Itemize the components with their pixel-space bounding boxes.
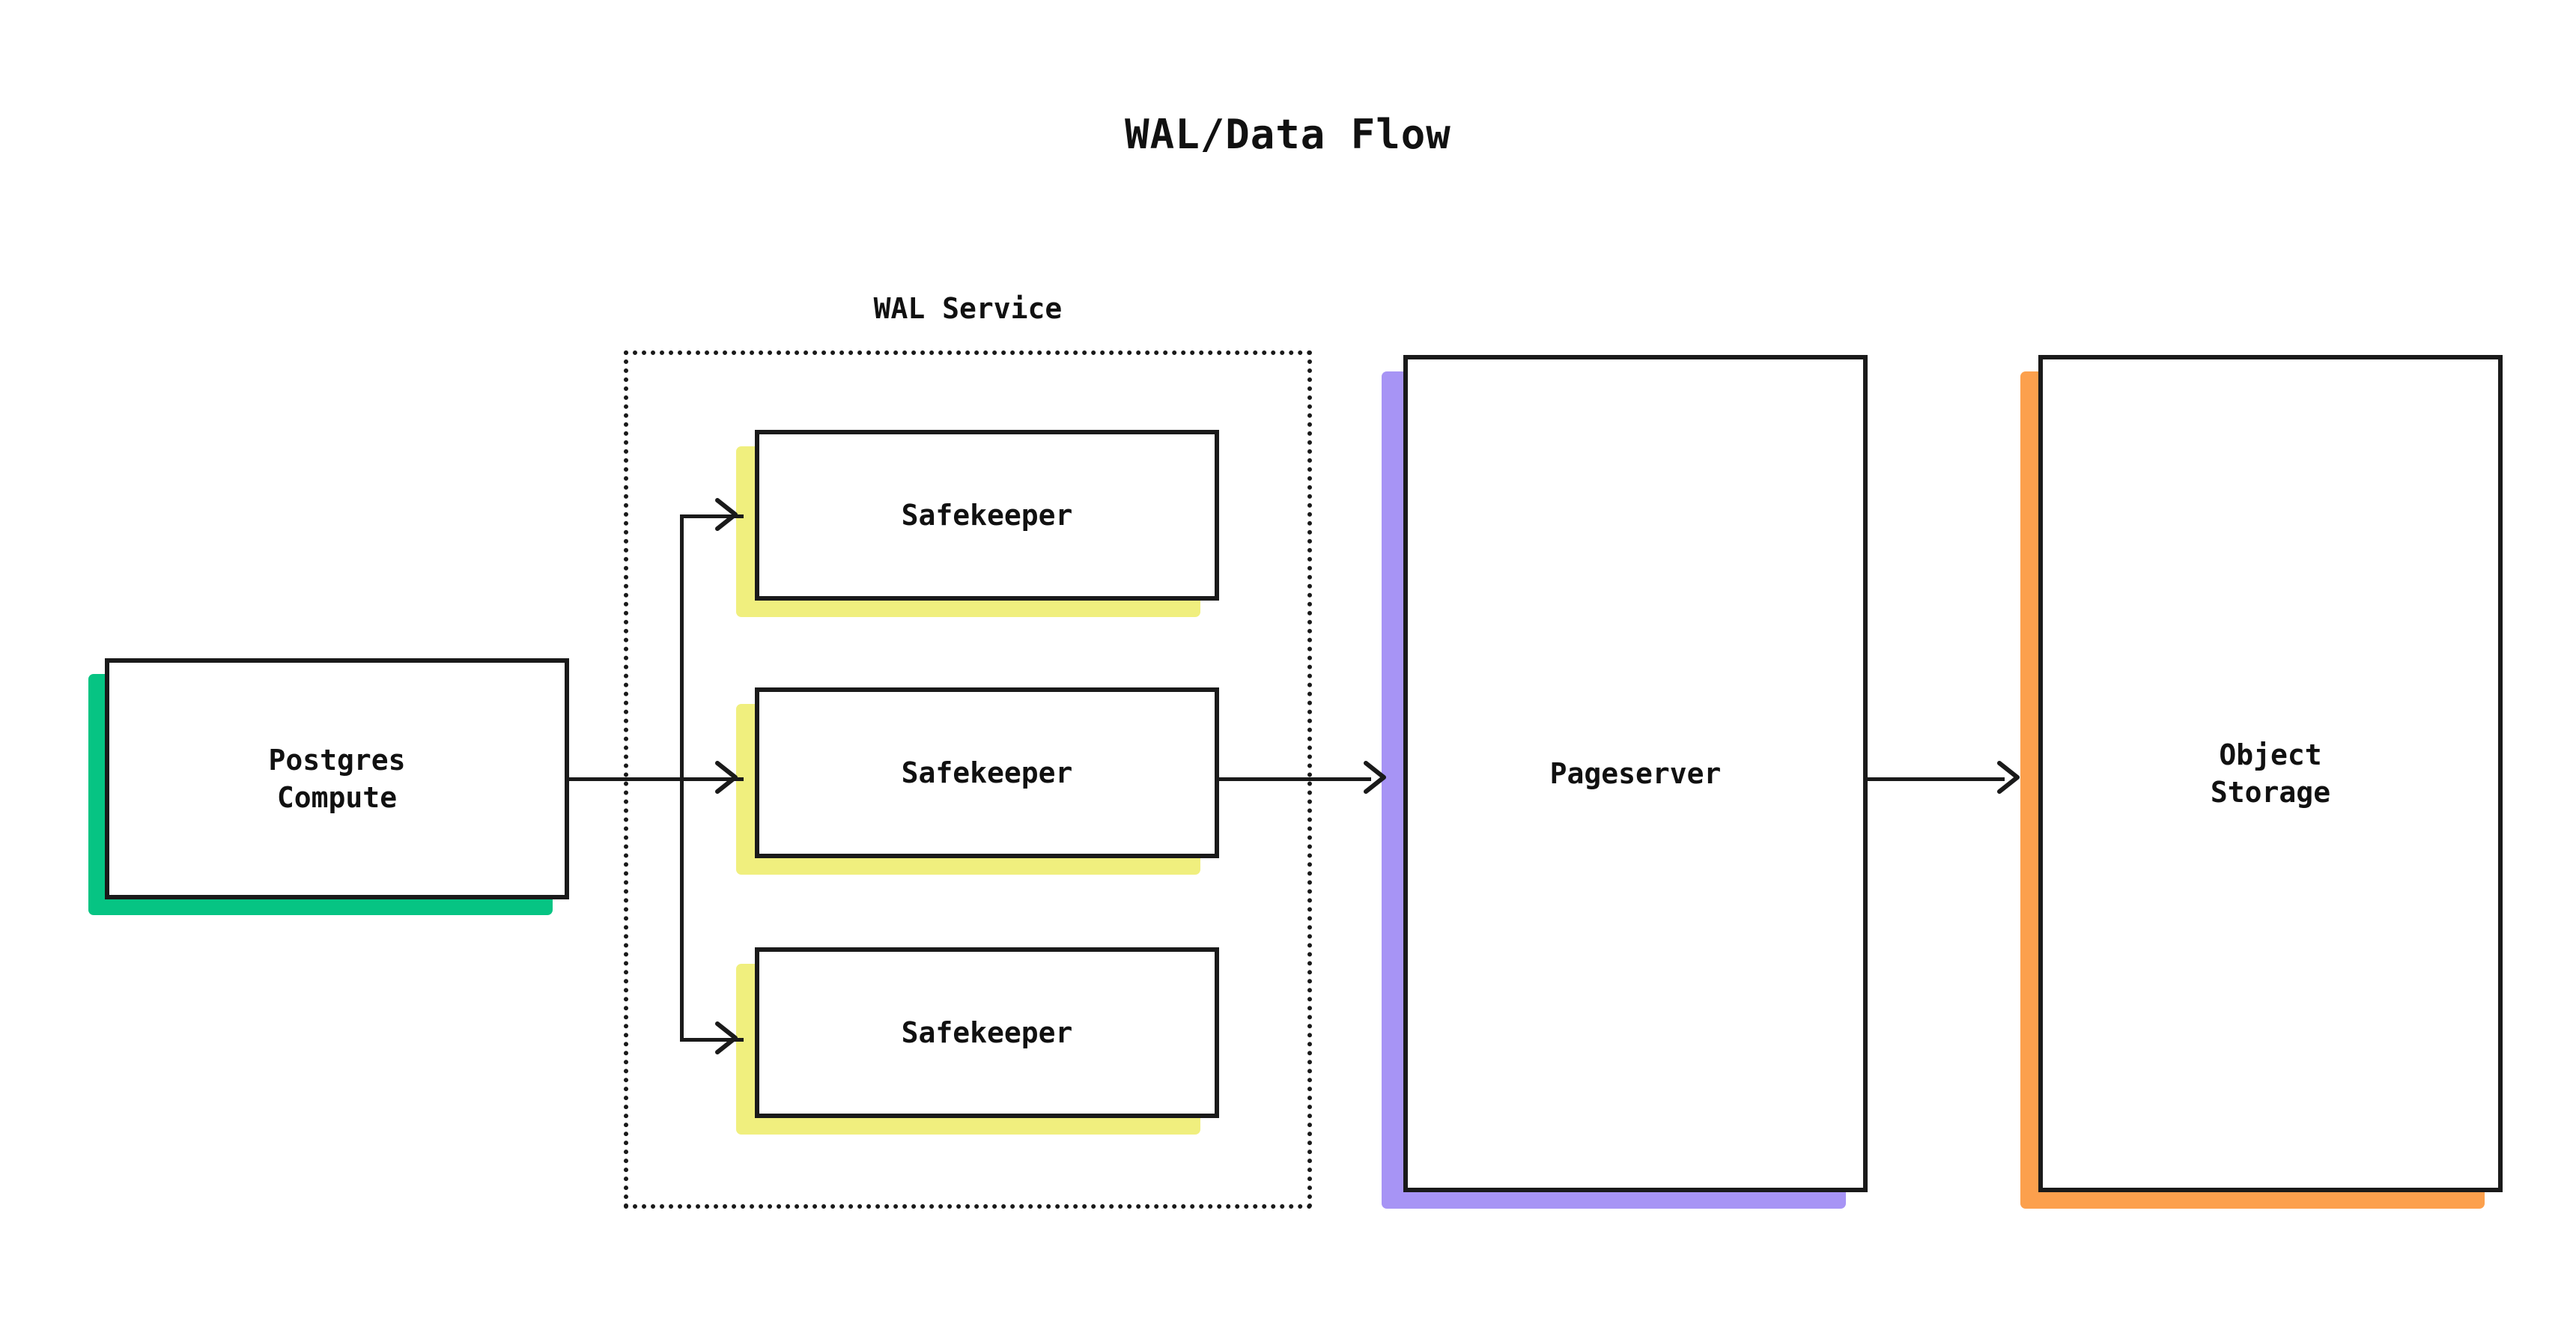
- edge-branch-to-safekeeper-2: [680, 777, 744, 781]
- node-label-pageserver: Pageserver: [1549, 756, 1722, 790]
- arrowhead-safekeeper-2: [715, 761, 741, 803]
- edge-safekeeper-to-pageserver: [1219, 777, 1371, 781]
- arrowhead-safekeeper-1: [715, 498, 741, 540]
- arrowhead-safekeeper-3: [715, 1021, 741, 1063]
- node-pageserver[interactable]: Pageserver: [1403, 355, 1868, 1192]
- edge-postgres-to-branch: [569, 777, 683, 781]
- edge-branch-to-safekeeper-3: [680, 1038, 744, 1042]
- edge-pageserver-to-object-storage: [1868, 777, 2005, 781]
- node-safekeeper-3[interactable]: Safekeeper: [755, 947, 1219, 1118]
- node-postgres-compute[interactable]: Postgres Compute: [105, 658, 569, 899]
- node-label-object-storage: Object Storage: [2210, 738, 2331, 809]
- node-safekeeper-2[interactable]: Safekeeper: [755, 687, 1219, 858]
- node-label-safekeeper-2: Safekeeper: [901, 756, 1073, 789]
- node-label-postgres-compute: Postgres Compute: [268, 743, 406, 814]
- node-label-safekeeper-3: Safekeeper: [901, 1015, 1073, 1049]
- node-safekeeper-1[interactable]: Safekeeper: [755, 430, 1219, 601]
- arrowhead-object-storage: [1997, 761, 2023, 803]
- page-title: WAL/Data Flow: [1125, 111, 1451, 158]
- node-object-storage[interactable]: Object Storage: [2038, 355, 2503, 1192]
- edge-branch-to-safekeeper-1: [680, 514, 744, 518]
- node-label-safekeeper-1: Safekeeper: [901, 498, 1073, 532]
- arrowhead-pageserver: [1364, 761, 1390, 803]
- group-label-wal-service: WAL Service: [873, 292, 1063, 325]
